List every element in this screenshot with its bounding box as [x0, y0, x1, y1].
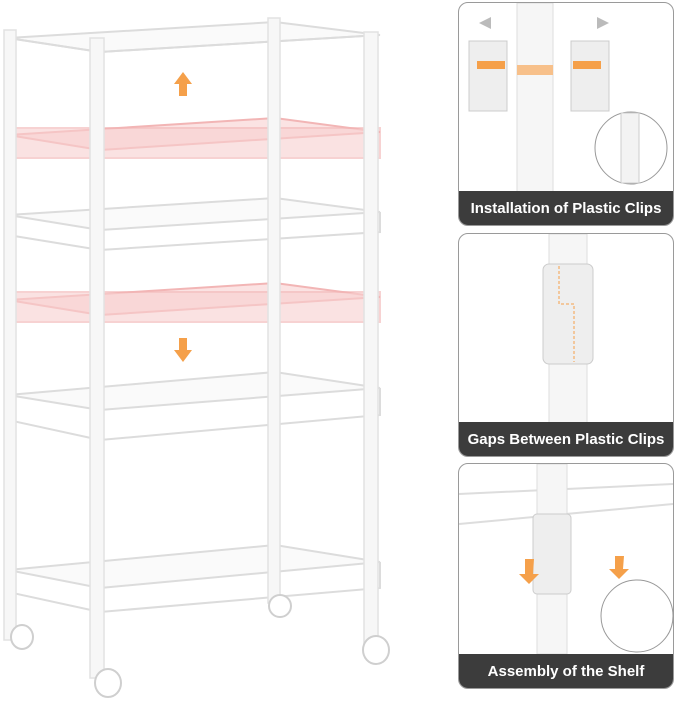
panel-gaps-between-plastic-clips: Gaps Between Plastic Clips [458, 233, 674, 457]
panel-caption: Gaps Between Plastic Clips [459, 422, 673, 456]
shelf-6 [7, 543, 381, 614]
arrow-up-icon [174, 72, 192, 96]
shelf-2-highlighted [7, 116, 381, 159]
shelf-3 [7, 196, 381, 252]
panel-caption: Installation of Plastic Clips [459, 191, 673, 225]
clip-installation-image [468, 3, 668, 193]
shelf-4-highlighted [7, 281, 381, 323]
panel-assembly-of-the-shelf: Assembly of the Shelf [458, 463, 674, 689]
panel-caption: Assembly of the Shelf [459, 654, 673, 688]
poles [3, 17, 379, 679]
wire-shelf-rack-illustration [3, 17, 390, 698]
shelf-5 [7, 370, 381, 442]
panel-installation-of-plastic-clips: Installation of Plastic Clips [458, 2, 674, 226]
clip-gaps-image [542, 234, 594, 424]
shelf-assembly-image [459, 464, 673, 654]
shelf-1 [7, 20, 381, 54]
casters [10, 594, 390, 698]
arrow-down-icon [174, 338, 192, 362]
